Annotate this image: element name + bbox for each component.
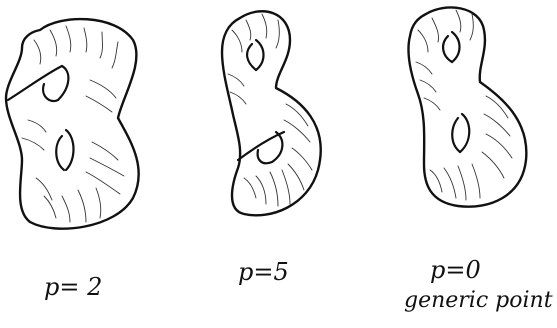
surface-p0-outline [408,7,526,206]
surface-p5 [222,11,321,215]
surface-p5-strand-upper [256,40,264,70]
surface-p2-outline [6,19,139,229]
surface-p0-hole-lower [452,118,460,152]
label-p5: p=5 [238,258,289,286]
surface-p5-outline [222,11,321,215]
surface-p2-strand-lower [66,130,74,170]
surface-p5-hole-upper [247,44,256,70]
caption-generic-point: generic point [404,288,553,313]
surface-p2-hole-upper [58,66,68,100]
surface-p2 [6,19,139,229]
label-p2: p= 2 [44,273,102,301]
surface-p2-hole-lower [56,136,64,170]
surface-p5-strand-lower [258,150,272,163]
surface-p0-strand-lower [460,114,469,152]
surface-p0-hole-upper [443,36,452,62]
surface-p2-crossing-upper [8,66,62,100]
surface-p2-strand-upper [43,84,58,101]
surface-p0-strand-upper [452,32,460,62]
surface-p5-crossing-lower [238,132,284,160]
surface-p0 [408,7,526,206]
label-p0: p=0 [430,256,481,284]
